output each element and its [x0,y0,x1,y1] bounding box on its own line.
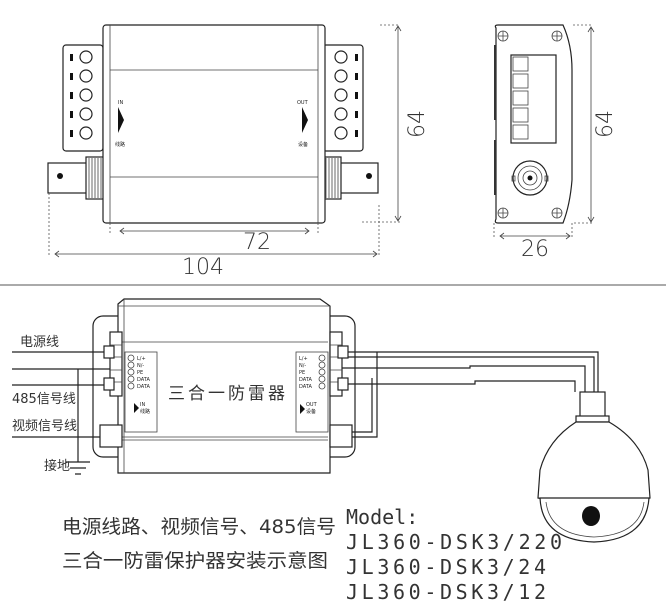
device-body [102,24,326,224]
terminal-label: PE [299,370,305,376]
power-line-label: 电源线 [20,335,59,350]
wiring-right-bnc [329,424,353,448]
wiring-left-bnc [99,424,123,448]
wiring-in-arrow-icon [134,403,139,413]
wiring-in-label: IN [140,402,145,408]
dim-72-label: 72 [243,230,271,255]
right-mount-hole [366,173,372,179]
out-terminal-panel [295,351,329,433]
wiring-in-sublabel: 线路 [140,408,150,415]
in-sublabel: 线路 [115,141,125,148]
terminal-label: DATA [137,377,150,383]
terminal-label: DATA [299,384,312,390]
ground-label: 接地 [44,458,70,474]
side-body [494,24,573,224]
model-item: JL360-DSK3/220 [346,530,562,554]
wiring-out-arrow-icon [300,404,305,414]
device-name: 三合一防雷器 [168,384,288,404]
model-list: Model: JL360-DSK3/220 JL360-DSK3/24 JL36… [346,505,562,604]
terminal-label: DATA [299,377,312,383]
wiring-out-label: OUT [306,402,318,408]
side-dim-height-line [587,26,595,223]
model-item: JL360-DSK3/24 [346,555,546,579]
dim-line-height [394,25,402,222]
camera-lens-icon [582,506,600,526]
left-terminal-screws [70,50,93,140]
front-view: IN 线路 OUT 设备 64 72 104 [47,24,430,280]
in-label: IN [118,100,123,106]
left-mount-hole [57,173,63,179]
rs485-line-label: 485信号线 [12,392,76,407]
side-dim-width-line [499,232,571,240]
dim-height-label: 64 [405,110,430,138]
bnc-port [511,160,549,196]
side-view: 64 26 [493,24,618,262]
right-mount-bracket [337,162,379,194]
right-terminal-screws [334,50,358,140]
wiring-out-sublabel: 设备 [306,408,316,415]
out-sublabel: 设备 [298,141,308,148]
in-terminal-panel [124,351,158,433]
side-dim-width-label: 26 [521,237,549,262]
side-dim-height-label: 64 [593,110,618,138]
video-line-label: 视频信号线 [12,419,77,434]
dim-line-104 [54,250,378,258]
side-terminal-window [510,54,557,144]
terminal-label: L/+ [299,356,308,362]
wiring-diagram: L/+ N/- PE DATA DATA IN 线路 L/+ N/- PE DA… [12,298,651,543]
out-arrow-icon [302,107,308,133]
left-mount-bracket [47,162,89,194]
input-wires [12,351,110,462]
output-wires [342,351,599,438]
dim-104-label: 104 [182,255,224,280]
dim-line-72 [119,227,310,235]
ground-symbol-icon [66,461,90,475]
caption-line-1: 电源线路、视频信号、485信号 [62,516,336,538]
terminal-label: PE [137,370,143,376]
caption: 电源线路、视频信号、485信号 三合一防雷保护器安装示意图 [62,516,336,572]
terminal-label: L/+ [137,356,146,362]
terminal-label: DATA [137,384,150,390]
corner-screws [497,30,563,219]
terminal-label: N/- [137,363,144,369]
dome-camera [537,391,651,543]
in-arrow-icon [118,107,124,133]
model-item: JL360-DSK3/12 [346,580,546,604]
caption-line-2: 三合一防雷保护器安装示意图 [62,550,328,572]
left-terminal-block [62,44,104,152]
terminal-label: N/- [299,363,306,369]
model-heading: Model: [346,505,418,529]
out-label: OUT [297,100,309,106]
